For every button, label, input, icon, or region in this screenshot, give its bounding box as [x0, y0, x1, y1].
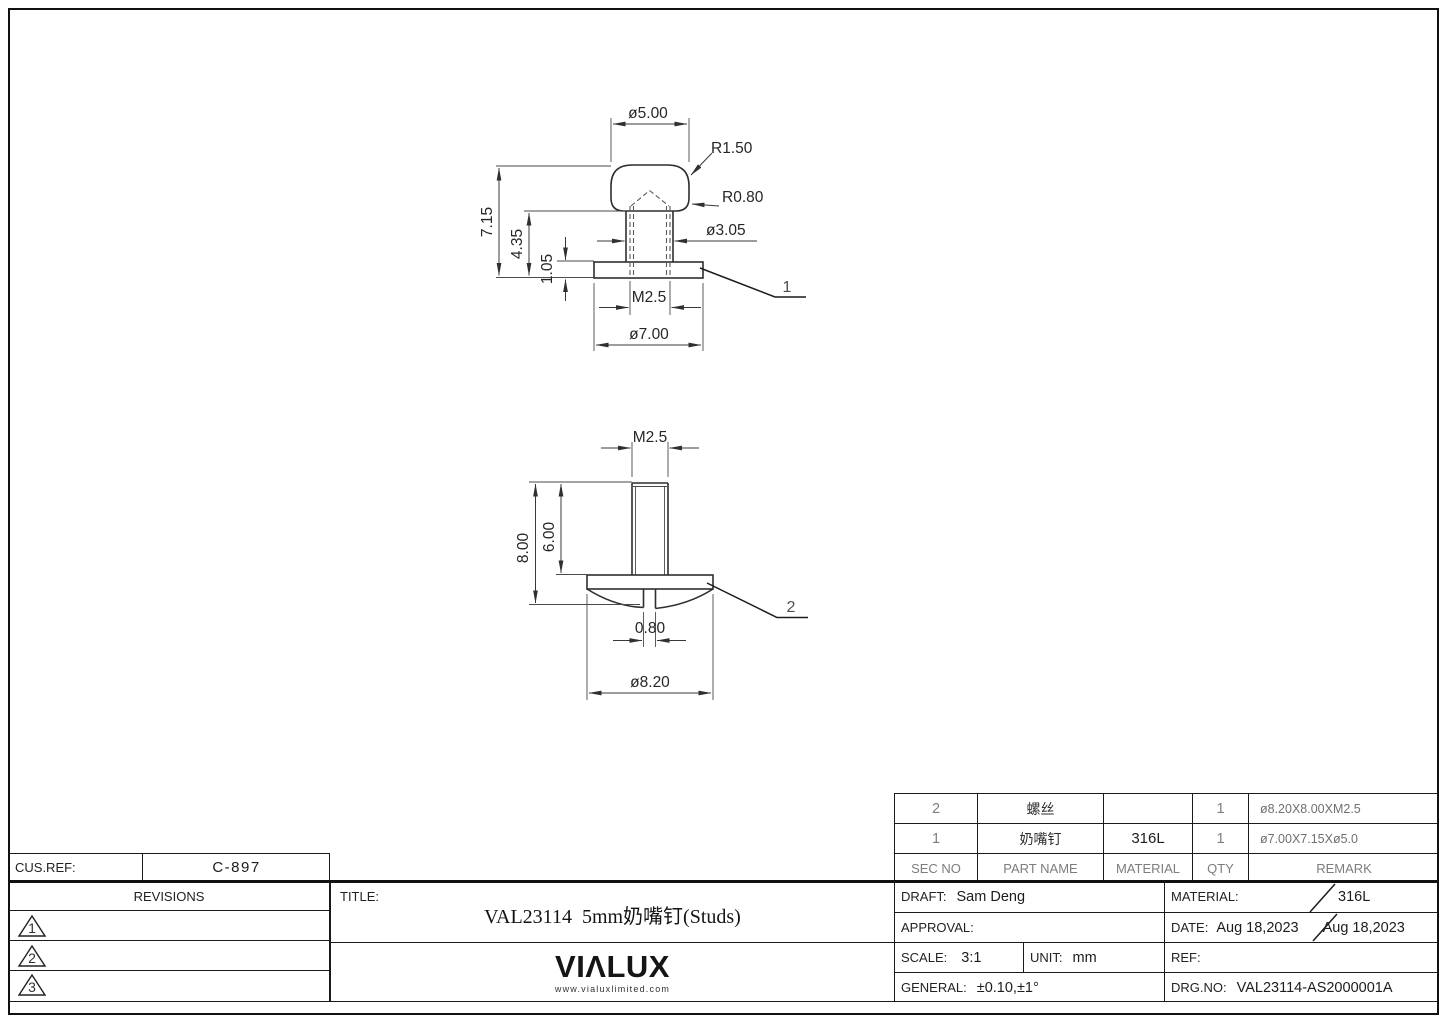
- dim-height-stem: 4.35: [509, 229, 526, 259]
- col-header-qty: QTY: [1207, 860, 1234, 876]
- ref-label: REF:: [1171, 950, 1201, 965]
- material-value: 316L: [1338, 888, 1371, 905]
- col-header-material: MATERIAL: [1115, 860, 1181, 876]
- approval-label: APPROVAL:: [901, 920, 974, 935]
- parts-table: 2 螺丝 1 ø8.20X8.00XM2.5 1 奶嘴钉 316L 1 ø7.0…: [894, 793, 1439, 882]
- part-name: 螺丝: [1026, 800, 1055, 817]
- dim-height-base: 1.05: [539, 254, 556, 284]
- revision-slashes: [1309, 883, 1338, 942]
- dim-height-total-1: 7.15: [479, 207, 496, 237]
- general-label: GENERAL:: [901, 980, 967, 995]
- cus-ref-label: CUS.REF:: [15, 860, 76, 875]
- unit-label: UNIT:: [1030, 950, 1063, 965]
- general-value: ±0.10,±1°: [976, 979, 1039, 996]
- revision-triangle-icon: 2: [18, 944, 46, 967]
- part-sec-no: 1: [931, 830, 941, 847]
- logo-cell: VIΛLUX www.vialuxlimited.com: [330, 943, 894, 1002]
- material-label: MATERIAL:: [1171, 889, 1239, 904]
- dim-height-shaft: 6.00: [541, 522, 558, 553]
- dim-slot-width: 0.80: [635, 620, 666, 637]
- draft-value: Sam Deng: [956, 888, 1026, 905]
- part-remark: ø8.20X8.00XM2.5: [1260, 801, 1361, 816]
- dim-height-total-2: 8.00: [515, 533, 532, 564]
- part-remark: ø7.00X7.15Xø5.0: [1260, 831, 1358, 846]
- part-qty: 1: [1216, 830, 1225, 847]
- dim-thread-2: M2.5: [633, 429, 667, 446]
- col-header-sec-no: SEC NO: [911, 860, 961, 876]
- dim-dia-top: ø5.00: [628, 105, 668, 122]
- title-cell: TITLE: VAL23114 5mm奶嘴钉(Studs): [330, 882, 894, 943]
- dim-thread-1: M2.5: [632, 289, 666, 306]
- revision-number: 2: [28, 950, 36, 966]
- title-label: TITLE:: [340, 889, 380, 904]
- drg-no-value: VAL23114-AS2000001A: [1236, 979, 1393, 996]
- revision-number: 1: [28, 920, 36, 936]
- scale-value: 3:1: [961, 949, 982, 966]
- scale-label: SCALE:: [901, 950, 948, 965]
- website-url: www.vialuxlimited.com: [554, 983, 671, 994]
- balloon-1: 1: [783, 279, 792, 296]
- title-block-divider: [8, 880, 1438, 883]
- draft-label: DRAFT:: [901, 889, 947, 904]
- part-name: 奶嘴钉: [1019, 830, 1062, 847]
- revision-triangle-icon: 3: [18, 973, 46, 996]
- col-header-part-name: PART NAME: [1003, 860, 1078, 876]
- dim-radius-neck: R0.80: [722, 189, 764, 206]
- cus-ref-box: CUS.REF: C-897: [8, 853, 330, 882]
- drg-no-label: DRG.NO:: [1171, 980, 1227, 995]
- dim-radius-head: R1.50: [711, 140, 753, 157]
- unit-value: mm: [1072, 949, 1097, 966]
- part1-view: ø5.00 R1.50 R0.80 ø3.05 7.15 4.35 1.05 M…: [479, 105, 806, 351]
- balloon-2: 2: [787, 599, 796, 616]
- part-sec-no: 2: [931, 800, 941, 817]
- revisions-block: REVISIONS 1 2 3: [8, 882, 330, 1002]
- revisions-label: REVISIONS: [133, 888, 205, 904]
- revision-number: 3: [28, 979, 36, 995]
- part-material: 316L: [1131, 830, 1165, 847]
- part-qty: 1: [1216, 800, 1225, 817]
- cus-ref-value: C-897: [212, 859, 261, 876]
- col-header-remark: REMARK: [1316, 860, 1372, 876]
- dim-dia-base: ø7.00: [629, 326, 669, 343]
- drawing-title: VAL23114 5mm奶嘴钉(Studs): [484, 906, 741, 928]
- dim-dia-head: ø8.20: [630, 674, 670, 691]
- title-block-right: DRAFT: Sam Deng MATERIAL: 316L APPROVAL:…: [894, 881, 1439, 1002]
- revision-triangle-icon: 1: [18, 914, 46, 937]
- date-value-2: Aug 18,2023: [1322, 919, 1405, 936]
- date-value-1: Aug 18,2023: [1216, 919, 1299, 936]
- date-label: DATE:: [1171, 920, 1209, 935]
- dim-dia-stem: ø3.05: [706, 222, 746, 239]
- part2-view: M2.5 8.00 6.00 0.80 ø8.20 2: [515, 429, 808, 700]
- vialux-logo: VIΛLUX: [555, 948, 670, 984]
